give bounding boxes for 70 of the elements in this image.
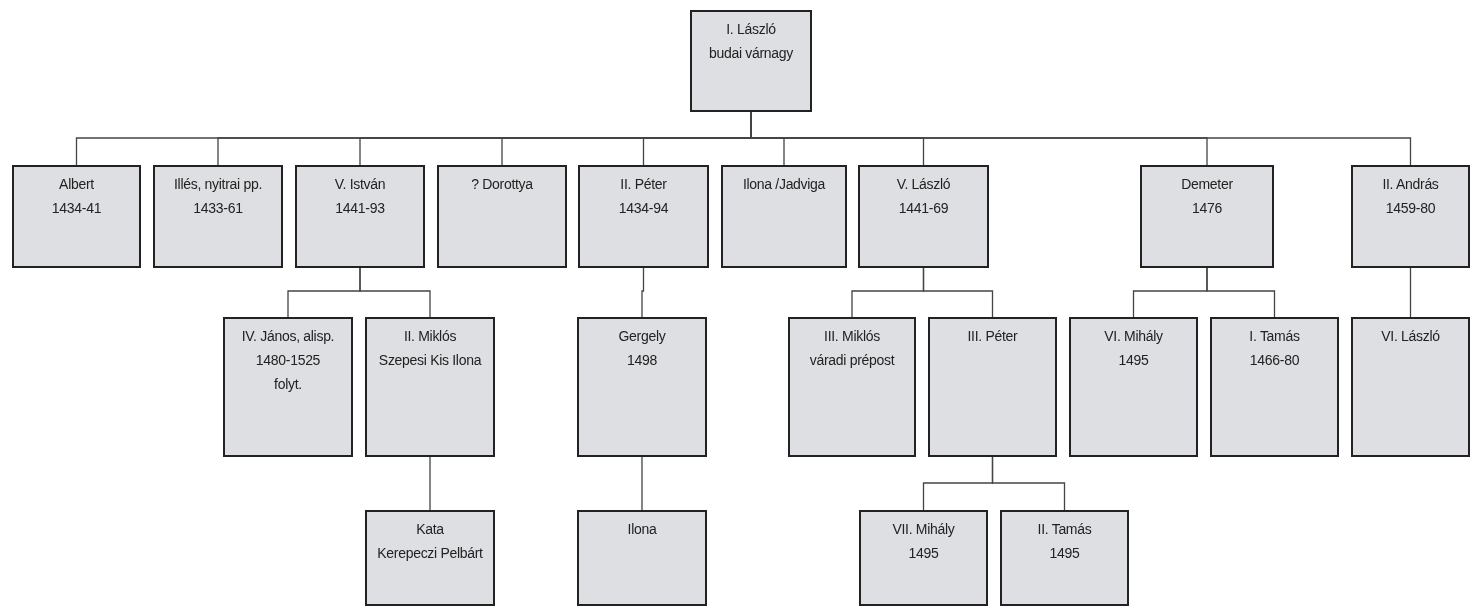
person-text: Demeter: [1181, 175, 1233, 193]
person-text: V. László: [896, 175, 951, 193]
person-text: ? Dorottya: [471, 175, 533, 193]
person-text: 1495: [1118, 351, 1149, 369]
person-text: 1441-93: [335, 199, 385, 217]
person-text: Gergely: [618, 327, 666, 345]
person-box: [721, 165, 847, 268]
person-text: III. Miklós: [824, 327, 880, 345]
person-text: 1434-94: [618, 199, 669, 217]
person-text: 1498: [627, 351, 657, 369]
connector-line: [641, 267, 645, 318]
person-box: [12, 165, 141, 268]
person-text: Albert: [59, 175, 94, 193]
person-text: 1495: [908, 544, 939, 562]
person-text: III. Péter: [967, 327, 1018, 345]
person-text: 1480-1525: [255, 351, 321, 369]
person-box: [577, 317, 707, 457]
person-box: [153, 165, 283, 268]
connector-line: [359, 267, 431, 318]
person-text: budai várnagy: [708, 44, 794, 62]
person-box: [1210, 317, 1339, 457]
person-box: [788, 317, 916, 457]
person-box: [1351, 317, 1470, 457]
connector-line: [1206, 267, 1276, 318]
person-text: 1441-69: [898, 199, 949, 217]
person-box: [577, 510, 707, 606]
connector-line: [1409, 267, 1412, 318]
connector-line: [991, 456, 1066, 511]
connector-line: [429, 456, 431, 511]
person-box: [1140, 165, 1274, 268]
person-box: [690, 10, 812, 112]
person-box: [365, 510, 495, 606]
person-text: 1459-80: [1385, 199, 1436, 217]
person-text: Ilona /Jadviga: [742, 175, 826, 193]
person-box: [295, 165, 425, 268]
connector-line: [922, 267, 994, 318]
person-box: [1069, 317, 1198, 457]
connector-line: [641, 456, 643, 511]
person-text: V. István: [334, 175, 386, 193]
person-text: 1495: [1049, 544, 1080, 562]
person-text: II. Tamás: [1037, 520, 1092, 538]
person-box: [365, 317, 495, 457]
person-text: VII. Mihály: [892, 520, 955, 538]
person-text: 1476: [1192, 199, 1222, 217]
person-text: II. Péter: [620, 175, 667, 193]
person-text: IV. János, alisp.: [241, 327, 335, 345]
person-text: I. Tamás: [1249, 327, 1300, 345]
person-text: VI. László: [1381, 327, 1440, 345]
person-box: [1351, 165, 1470, 268]
person-box: [858, 165, 989, 268]
person-text: II. András: [1382, 175, 1439, 193]
person-text: 1434-41: [51, 199, 102, 217]
person-box: [223, 317, 353, 457]
person-box: [578, 165, 709, 268]
person-text: Kata: [416, 520, 444, 538]
person-text: Illés, nyitrai pp.: [174, 175, 262, 193]
person-text: Ilona: [627, 520, 657, 538]
person-text: 1433-61: [193, 199, 243, 217]
person-text: Kerepeczi Pelbárt: [377, 544, 483, 562]
person-box: [1000, 510, 1129, 606]
person-text: VI. Mihály: [1104, 327, 1163, 345]
person-text: I. László: [726, 20, 776, 38]
person-text: folyt.: [274, 375, 302, 393]
person-text: 1466-80: [1249, 351, 1300, 369]
person-text: váradi prépost: [809, 351, 895, 369]
person-text: II. Miklós: [403, 327, 457, 345]
person-text: Szepesi Kis Ilona: [378, 351, 482, 369]
person-box: [437, 165, 567, 268]
person-box: [859, 510, 988, 606]
person-box: [928, 317, 1057, 457]
